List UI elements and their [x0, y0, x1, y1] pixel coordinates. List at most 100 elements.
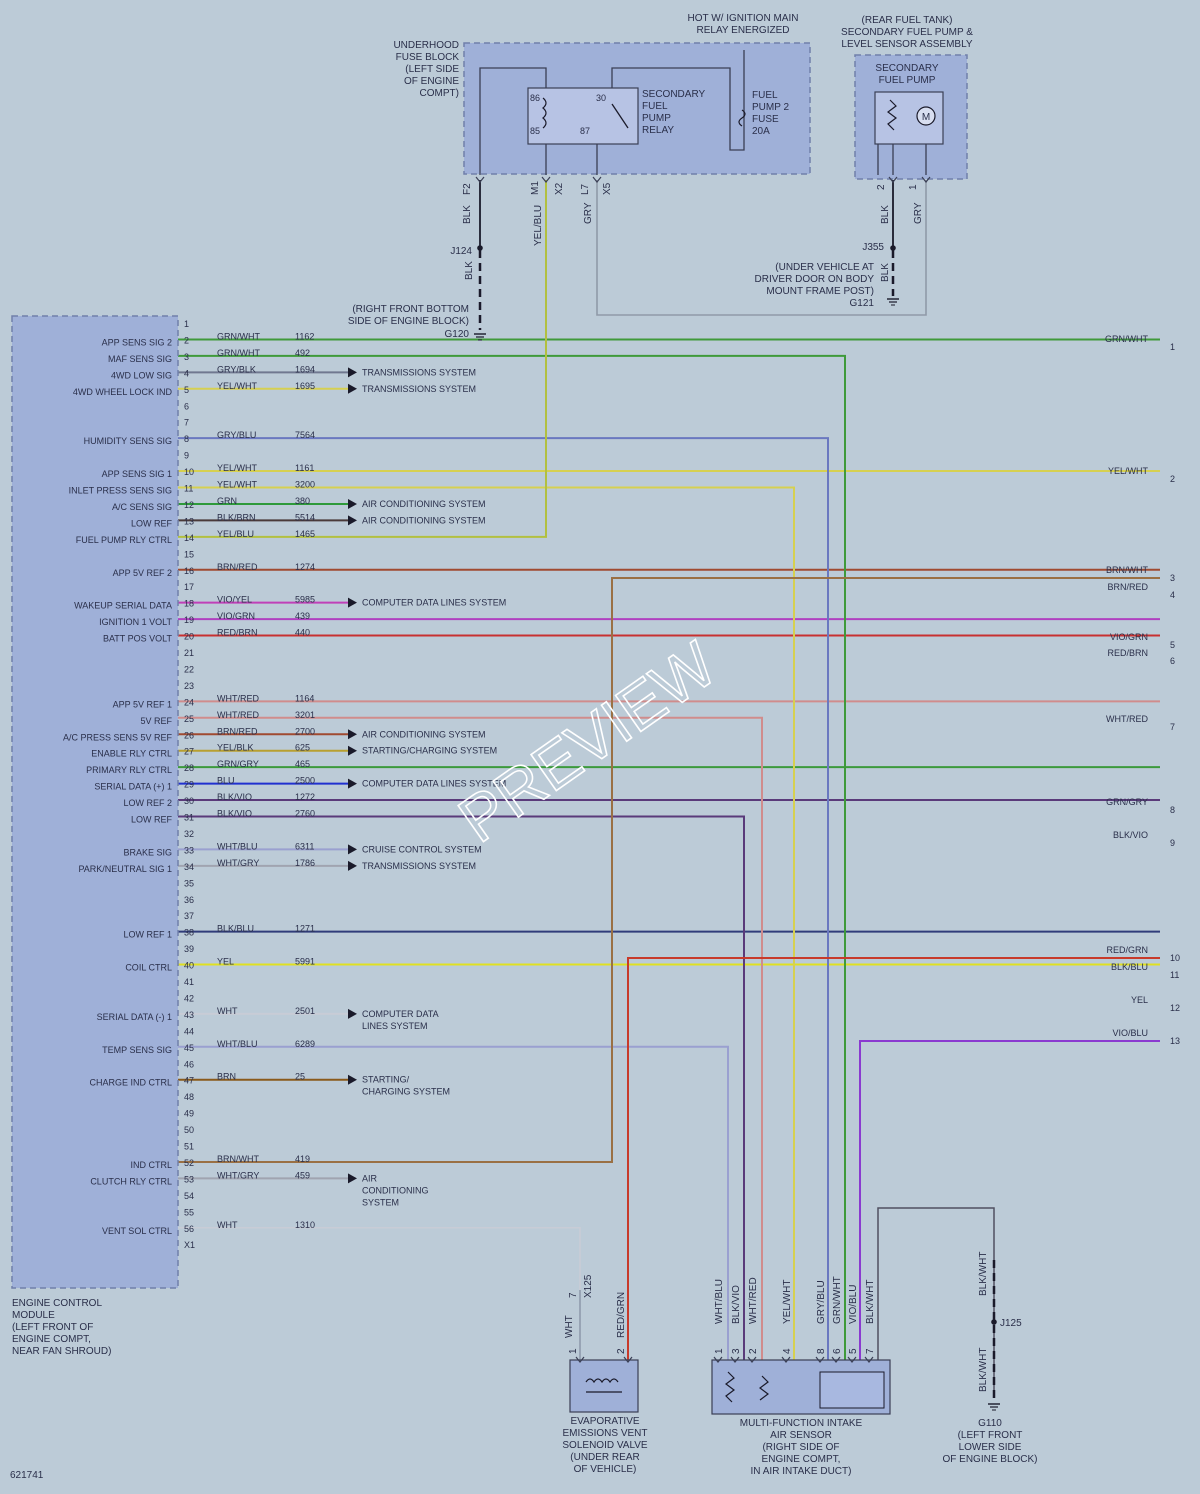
- ecm-circuit-number: 1695: [295, 381, 315, 391]
- ecm-circuit-number: 7564: [295, 430, 315, 440]
- fuse-block-connector-chevron: [475, 176, 485, 183]
- ecm-wire-color-label: BRN/RED: [217, 726, 258, 736]
- system-arrow: [348, 860, 357, 871]
- ecm-pin-number: 38: [184, 928, 194, 938]
- fuse-terminal-pin: L7: [580, 183, 591, 195]
- fuse-terminal-wire: BLK: [462, 205, 473, 224]
- ecm-signal-label: 4WD WHEEL LOCK IND: [73, 387, 173, 397]
- maf-sensor-label-line: MULTI-FUNCTION INTAKE: [740, 1418, 863, 1429]
- relay-pin: 85: [530, 126, 540, 136]
- ecm-wire-color-label: YEL/BLU: [217, 529, 254, 539]
- ecm-circuit-number: 439: [295, 611, 310, 621]
- destination-wire-color: RED/BRN: [1107, 648, 1148, 658]
- ecm-circuit-number: 465: [295, 759, 310, 769]
- ecm-pin-number: X1: [184, 1240, 195, 1250]
- destination-wire-color: GRN/WHT: [1105, 334, 1148, 344]
- ecm-wire-color-label: YEL/WHT: [217, 381, 258, 391]
- fuse-terminal-connector: X5: [602, 182, 613, 195]
- ecm-circuit-number: 3200: [295, 480, 315, 490]
- ecm-pin-number: 56: [184, 1224, 194, 1234]
- ecm-pin-number: 35: [184, 878, 194, 888]
- maf-terminal-wire: WHT/RED: [748, 1277, 759, 1324]
- ecm-pin-number: 15: [184, 549, 194, 559]
- g110-label-line: OF ENGINE BLOCK): [942, 1454, 1037, 1465]
- ecm-module-label-line: (LEFT FRONT OF: [12, 1322, 93, 1333]
- destination-wire-color: RED/GRN: [1106, 945, 1148, 955]
- fuse-terminal-wire: GRY: [583, 202, 594, 224]
- destination-wire-color: YEL/WHT: [1108, 466, 1149, 476]
- ecm-pin-number: 12: [184, 500, 194, 510]
- system-destination-label: CHARGING SYSTEM: [362, 1087, 450, 1097]
- ecm-pin-number: 7: [184, 418, 189, 428]
- ecm-wire-color-label: VIO/YEL: [217, 595, 252, 605]
- ecm-wire-color-label: GRN/GRY: [217, 759, 259, 769]
- ecm-pin-number: 40: [184, 961, 194, 971]
- ecm-wire-color-label: GRN: [217, 496, 237, 506]
- ecm-wire-color-label: YEL/WHT: [217, 480, 258, 490]
- ecm-pin-number: 16: [184, 566, 194, 576]
- fuel-pump-terminal-pin: 2: [876, 184, 887, 190]
- fuel-pump-connector-chevron: [921, 176, 931, 183]
- fuse-block-label-line: OF ENGINE: [404, 76, 459, 87]
- fuel-pump-label-line: SECONDARY: [875, 63, 938, 74]
- ecm-wire-color-label: WHT: [217, 1220, 238, 1230]
- maf-vio-blu-wire: [859, 1040, 1160, 1362]
- relay-pin: 86: [530, 93, 540, 103]
- maf-connector-chevron: [781, 1356, 791, 1363]
- ecm-pin-number: 54: [184, 1191, 194, 1201]
- evap-connector-chevron: [623, 1356, 633, 1363]
- ecm-circuit-number: 6311: [295, 841, 314, 851]
- ecm-circuit-number: 419: [295, 1154, 310, 1164]
- maf-terminal-wire: YEL/WHT: [782, 1280, 793, 1324]
- system-arrow: [348, 745, 357, 756]
- ecm-pin-number: 48: [184, 1092, 194, 1102]
- ecm-pin-number: 37: [184, 911, 194, 921]
- ecm-signal-label: ENABLE RLY CTRL: [91, 749, 172, 759]
- fuse-terminal-pin: F2: [462, 183, 473, 195]
- ecm-wire-color-label: BLK/BLU: [217, 924, 254, 934]
- relay-coil-icon: [542, 97, 547, 129]
- system-destination-label: AIR CONDITIONING SYSTEM: [362, 499, 486, 509]
- system-destination-label: CONDITIONING: [362, 1185, 429, 1195]
- ecm-wire-color-label: VIO/GRN: [217, 611, 255, 621]
- system-destination-label: COMPUTER DATA LINES SYSTEM: [362, 598, 506, 608]
- system-destination-label: TRANSMISSIONS SYSTEM: [362, 861, 476, 871]
- ecm-pin-number: 43: [184, 1010, 194, 1020]
- fuse-block-internal-wiring: [479, 50, 745, 175]
- evap-vent-solenoid-box: [569, 1359, 639, 1413]
- evap-connector-chevron: [575, 1356, 585, 1363]
- maf-terminal-pin: 8: [816, 1348, 827, 1354]
- ecm-wire-color-label: BRN/WHT: [217, 1154, 259, 1164]
- ecm-circuit-number: 1271: [295, 924, 315, 934]
- ecm-pin-number: 34: [184, 862, 194, 872]
- j125-label: J125: [1000, 1318, 1022, 1329]
- ecm-signal-label: A/C SENS SIG: [112, 502, 172, 512]
- relay-switch-icon: [611, 103, 629, 129]
- destination-wire-color: VIO/BLU: [1112, 1028, 1148, 1038]
- ecm-signal-label: APP SENS SIG 1: [102, 469, 172, 479]
- preview-watermark: PREVIEW: [446, 628, 730, 857]
- ecm-pin-number: 9: [184, 451, 189, 461]
- ecm-pin-number: 47: [184, 1076, 194, 1086]
- destination-number: 2: [1170, 474, 1175, 484]
- ecm-signal-label: COIL CTRL: [125, 963, 172, 973]
- ecm-pin-number: 4: [184, 368, 189, 378]
- ecm-wire-color-label: RED/BRN: [217, 628, 258, 638]
- ecm-module-label-line: ENGINE COMPT,: [12, 1334, 91, 1345]
- ecm-wire-color-label: BRN: [217, 1072, 236, 1082]
- system-destination-label: SYSTEM: [362, 1197, 399, 1207]
- maf-connector-chevron: [815, 1356, 825, 1363]
- evap-valve-label-line: SOLENOID VALVE: [562, 1440, 648, 1451]
- destination-wire-color: BLK/VIO: [1113, 830, 1148, 840]
- ecm-signal-label: BATT POS VOLT: [103, 634, 173, 644]
- j355-splice-dot: [890, 245, 896, 251]
- ecm-circuit-number: 492: [295, 348, 310, 358]
- destination-wire-color: WHT/RED: [1106, 714, 1148, 724]
- ecm-signal-label: FUEL PUMP RLY CTRL: [76, 535, 172, 545]
- fuel-pump-assembly-label-line: LEVEL SENSOR ASSEMBLY: [841, 39, 972, 50]
- ecm-circuit-number: 459: [295, 1170, 310, 1180]
- hot-label-line: HOT W/ IGNITION MAIN: [688, 13, 799, 24]
- ecm-wire-color-label: YEL/BLK: [217, 743, 254, 753]
- system-arrow: [348, 1173, 357, 1184]
